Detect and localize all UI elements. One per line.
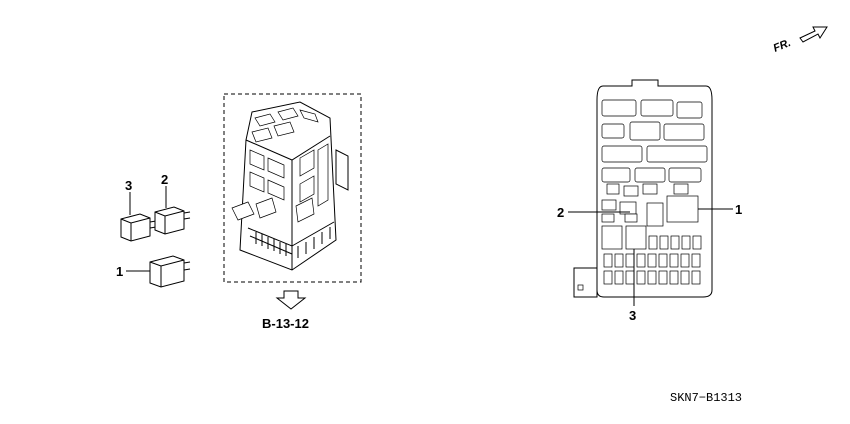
relay-2 [154,206,191,235]
relay-3 [120,213,157,242]
callout-1-right: 1 [735,202,742,217]
callout-3-left: 3 [125,178,132,193]
callout-1-left: 1 [116,264,123,279]
relay-position-2 [646,202,664,227]
relay-position-3 [625,225,647,250]
relay-1 [149,255,191,288]
diagram-code: SKN7−B1313 [670,391,742,405]
front-direction-arrow-icon: FR. [772,26,828,55]
callout-2-left: 2 [161,172,168,187]
callout-2-right: 2 [557,205,564,220]
fuse-block-assembly [231,101,349,271]
callout-3-right: 3 [629,308,636,323]
reference-label: B-13-12 [262,316,309,331]
front-direction-label: FR. [772,37,793,55]
assembly-dashed-frame [223,93,362,283]
reference-arrow-icon [275,290,307,310]
relay-position-1 [666,195,699,223]
fuse-box-front-view [573,79,713,298]
